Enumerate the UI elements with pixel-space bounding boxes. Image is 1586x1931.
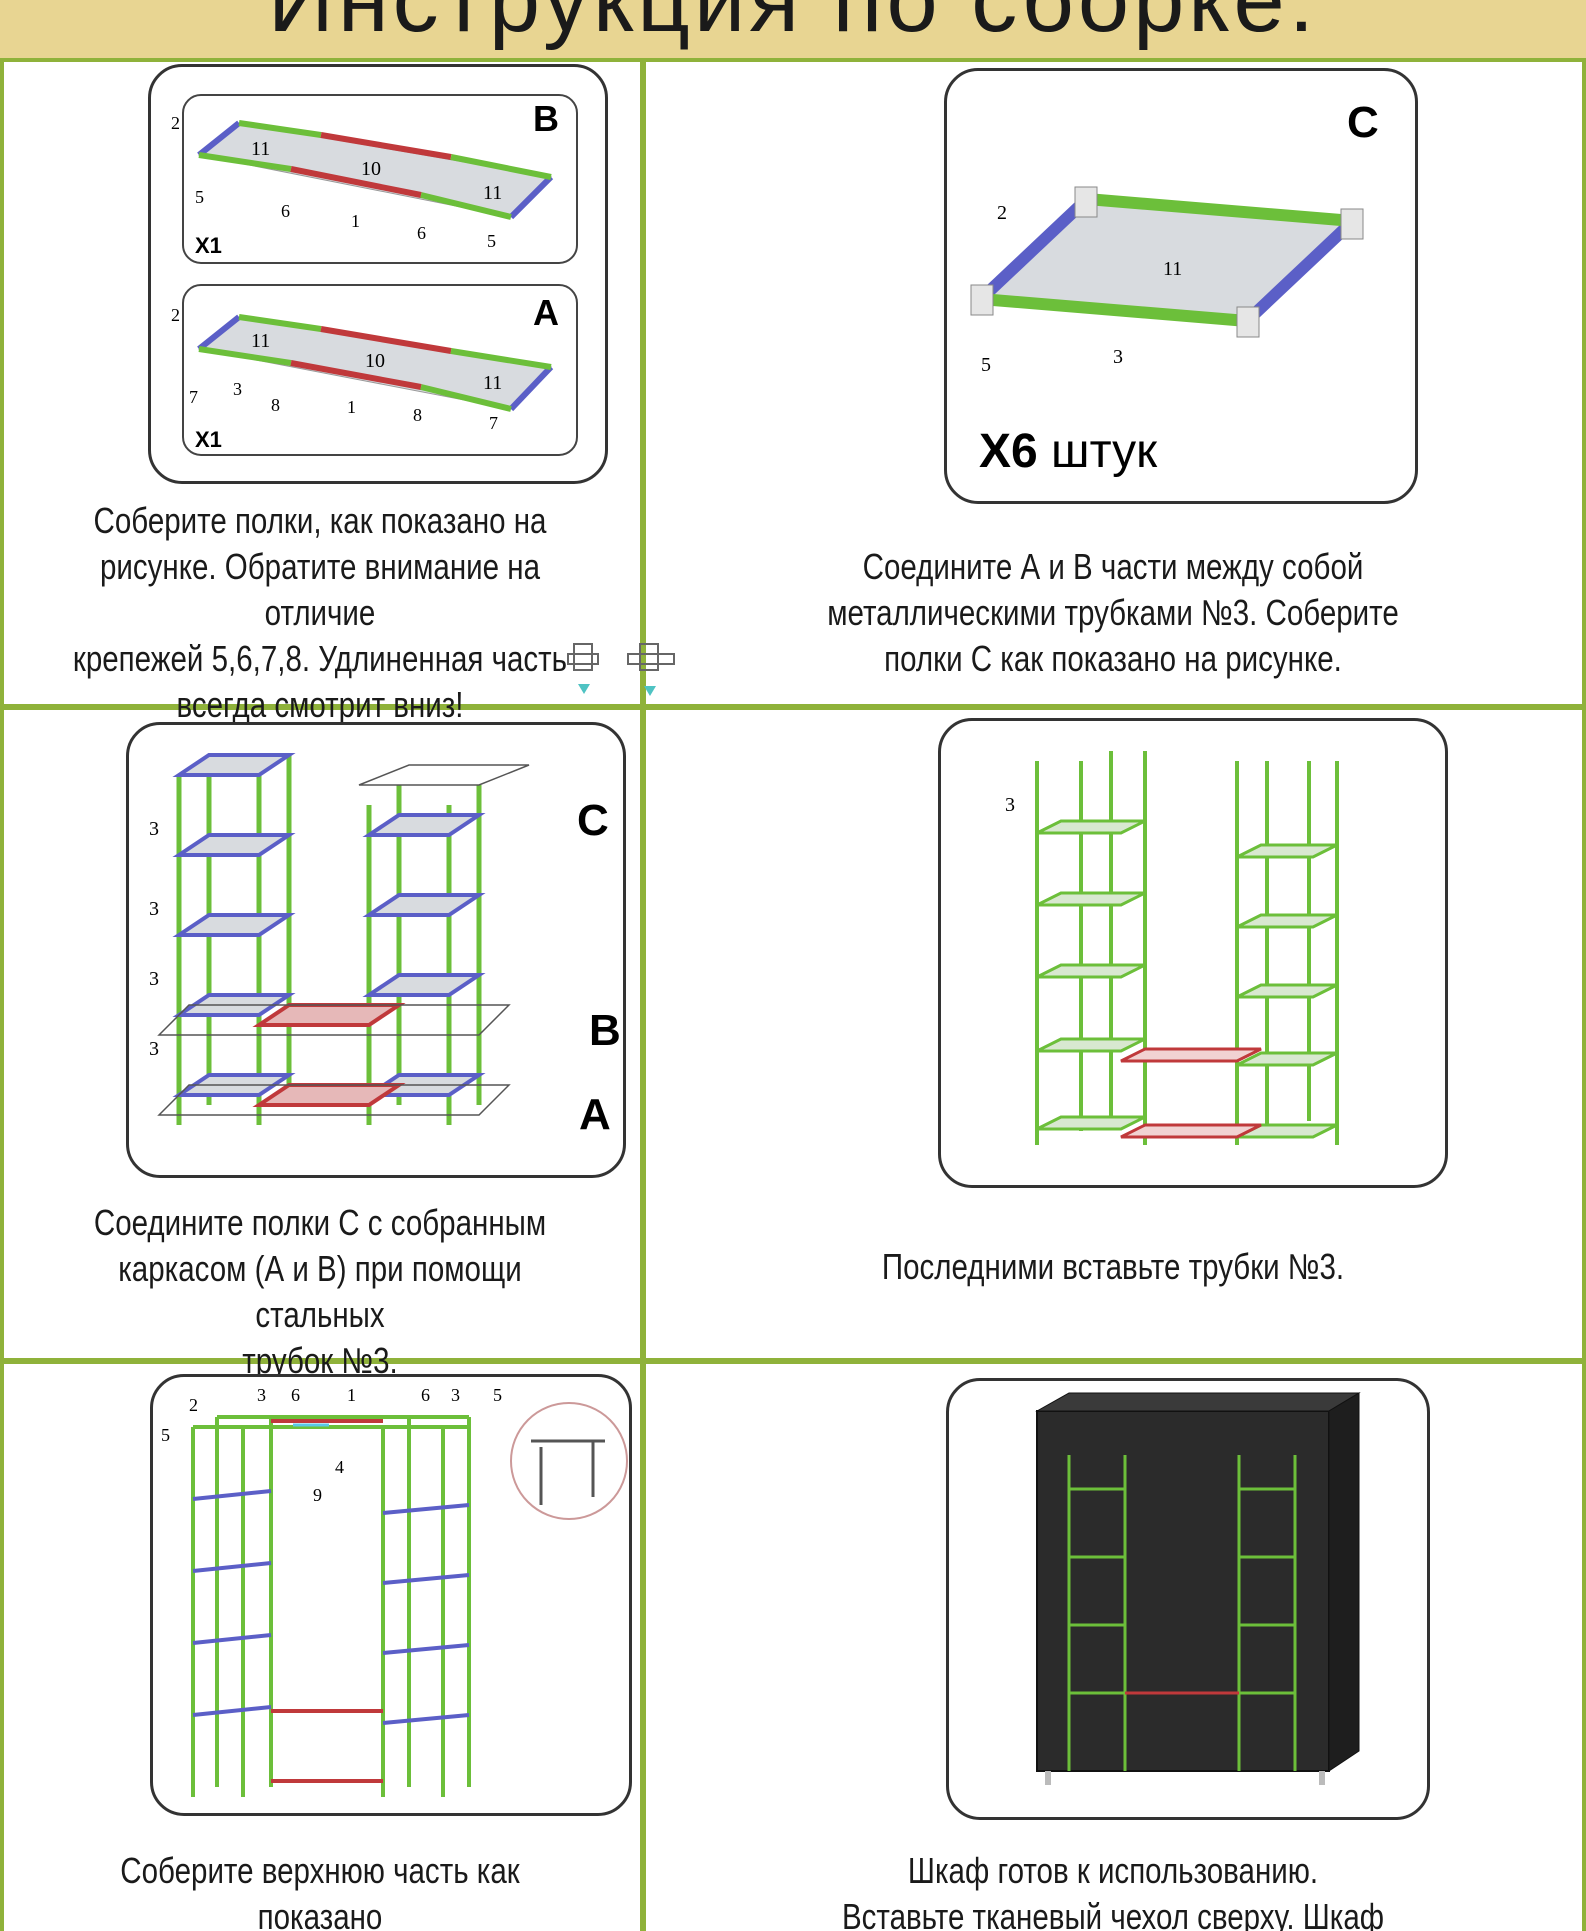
grid-divider-row-1 — [0, 704, 1586, 710]
part-num: 5 — [493, 1385, 502, 1405]
part-num: 5 — [161, 1425, 170, 1445]
tube-num: 3 — [149, 1038, 159, 1060]
shelf-b-num: 6 — [417, 223, 426, 243]
part-b-label: B — [589, 1006, 621, 1055]
part-a-label: A — [579, 1090, 611, 1139]
grid-divider-row-2 — [0, 1358, 1586, 1364]
shelf-a-num: 7 — [189, 387, 198, 407]
shelf-a-count: X1 — [195, 427, 222, 452]
detail-zoom-circle — [510, 1402, 628, 1520]
shelf-c-num: 3 — [1113, 346, 1123, 368]
shelf-diagram: 2 11 10 11 5 6 1 6 5 X1 B 2 11 10 11 — [171, 94, 578, 456]
step-5-figure: 2 3 6 1 6 3 5 5 4 9 — [150, 1374, 632, 1816]
tube-num: 3 — [1005, 794, 1015, 816]
title-banner: Инструкция по сборке: — [0, 0, 1586, 62]
shelf-c-num: 2 — [997, 202, 1007, 224]
page-title: Инструкция по сборке: — [267, 0, 1319, 51]
shelf-a-num: 11 — [251, 330, 270, 352]
part-num: 3 — [451, 1385, 460, 1405]
shelf-b-num: 11 — [251, 138, 270, 160]
shelf-b-num: 5 — [487, 231, 496, 251]
tube-num: 3 — [149, 818, 159, 840]
shelf-c-num: 11 — [1163, 258, 1182, 280]
step-6-caption: Шкаф готов к использованию. Вставьте тка… — [841, 1850, 1385, 1931]
shelf-c-label: C — [1347, 98, 1379, 147]
shelf-c-num: 5 — [981, 354, 991, 376]
shelf-c-diagram: 2 11 5 3 C X6 штук — [970, 98, 1379, 478]
wardrobe-cover — [1036, 1410, 1330, 1772]
shelf-b-label: B — [533, 98, 559, 139]
shelf-a-num: 11 — [483, 372, 502, 394]
step-2-figure: 2 11 5 3 C X6 штук — [944, 68, 1418, 504]
grid-border-right — [1582, 58, 1586, 1931]
shelf-b-num: 10 — [361, 158, 381, 180]
step-1-figure: 2 11 10 11 5 6 1 6 5 X1 B 2 11 10 11 — [148, 64, 608, 484]
step-3-figure: 3 3 3 3 C B A — [126, 722, 626, 1178]
shelf-a-num: 10 — [365, 350, 385, 372]
grid-divider-vertical — [640, 58, 646, 1931]
step-2-caption: Соедините А и В части между собой металл… — [827, 546, 1399, 679]
shelf-a-num: 7 — [489, 413, 498, 433]
step-5-caption: Соберите верхнюю часть как показано на р… — [120, 1850, 520, 1931]
step-4-figure: 3 — [938, 718, 1448, 1188]
step-4-caption: Последними вставьте трубки №3. — [881, 1246, 1345, 1287]
part-num: 4 — [335, 1457, 344, 1477]
step-3-caption: Соедините полки С с собранным каркасом (… — [93, 1202, 547, 1381]
shelf-c-count: X6 штук — [979, 425, 1158, 478]
step-1-caption: Соберите полки, как показано на рисунке.… — [72, 500, 568, 725]
shelf-b-num: 1 — [351, 211, 360, 231]
tubes-insert-diagram: 3 — [1005, 751, 1339, 1145]
finished-wardrobe-diagram — [1035, 1392, 1361, 1785]
shelf-b-num: 5 — [195, 187, 204, 207]
shelf-a-label: A — [533, 292, 559, 333]
shelf-b-count: X1 — [195, 233, 222, 258]
shelf-a-num: 2 — [171, 305, 180, 325]
shelf-a-num: 3 — [233, 379, 242, 399]
shelf-a-num: 8 — [271, 395, 280, 415]
tube-num: 3 — [149, 898, 159, 920]
part-num: 6 — [421, 1385, 430, 1405]
shelf-a-num: 8 — [413, 405, 422, 425]
shelf-b-num: 6 — [281, 201, 290, 221]
shelf-a-num: 1 — [347, 397, 356, 417]
grid-border-left — [0, 58, 4, 1931]
part-c-label: C — [577, 796, 609, 845]
connector-icon — [626, 640, 682, 700]
top-assembly-diagram: 2 3 6 1 6 3 5 5 4 9 — [161, 1385, 628, 1797]
shelf-b-num: 2 — [171, 113, 180, 133]
connector-icon — [566, 640, 606, 700]
part-num: 6 — [291, 1385, 300, 1405]
shelf-b-num: 11 — [483, 182, 502, 204]
part-num: 1 — [347, 1385, 356, 1405]
part-num: 3 — [257, 1385, 266, 1405]
part-num: 2 — [189, 1395, 198, 1415]
frame-assembly-diagram: 3 3 3 3 C B A — [149, 753, 621, 1139]
step-6-figure — [946, 1378, 1430, 1820]
tube-num: 3 — [149, 968, 159, 990]
part-num: 9 — [313, 1485, 322, 1505]
